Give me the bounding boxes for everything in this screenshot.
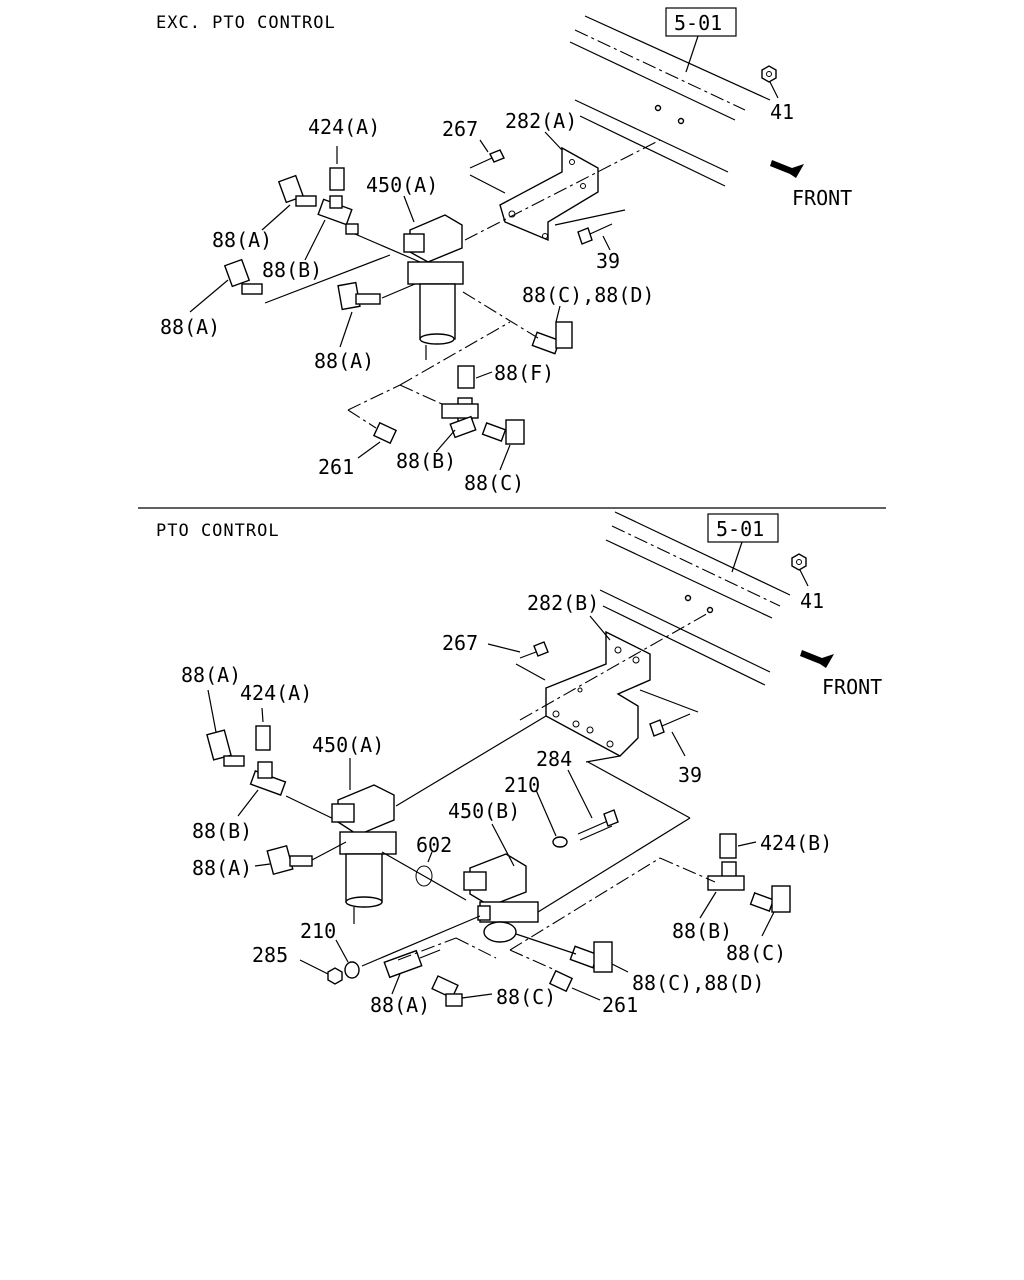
front-arrow-icon	[800, 650, 834, 668]
label-282a: 282(A)	[505, 109, 577, 133]
bolt-39-icon	[577, 223, 613, 245]
valve-450a	[403, 214, 464, 360]
washer-210-icon	[344, 961, 360, 979]
elbow-fitting-88a-icon	[337, 281, 381, 311]
top-frame-rail	[569, 15, 771, 187]
fitting-88f-icon	[457, 365, 475, 389]
label-210-2: 210	[300, 919, 336, 943]
elbow-fitting-88c-icon	[749, 885, 791, 913]
bolt-39-icon	[649, 713, 691, 737]
elbow-fitting-88a-icon	[206, 729, 245, 767]
label-88b-2: 88(B)	[672, 919, 732, 943]
label-88a-2: 88(A)	[160, 315, 220, 339]
label-88a-3: 88(A)	[370, 993, 430, 1017]
tee-fitting-88b-icon	[317, 195, 359, 235]
plug-261-icon	[548, 969, 574, 993]
label-424a: 424(A)	[240, 681, 312, 705]
label-267: 267	[442, 631, 478, 655]
label-front: FRONT	[792, 186, 852, 210]
top-ref-label: 5-01	[674, 11, 722, 35]
label-41: 41	[800, 589, 824, 613]
tee-fitting-88b-icon	[707, 861, 745, 891]
label-285: 285	[252, 943, 288, 967]
label-284: 284	[536, 747, 572, 771]
label-39: 39	[678, 763, 702, 787]
tee-fitting-88b-icon	[441, 397, 479, 439]
tee-fitting-88b-icon	[249, 761, 287, 796]
fitting-424a-icon	[255, 725, 271, 751]
label-front: FRONT	[822, 675, 882, 699]
label-88a-1: 88(A)	[212, 228, 272, 252]
label-88b-1: 88(B)	[262, 258, 322, 282]
bracket-282a	[499, 146, 599, 242]
washer-210-icon	[552, 836, 568, 848]
label-267: 267	[442, 117, 478, 141]
bottom-section: PTO CONTROL 5-01 41 FRONT	[156, 511, 882, 1017]
elbow-fitting-88a-icon	[266, 844, 313, 876]
label-450a: 450(A)	[366, 173, 438, 197]
bottom-ref-label: 5-01	[716, 517, 764, 541]
label-88a-2: 88(A)	[192, 856, 252, 880]
label-602: 602	[416, 833, 452, 857]
fitting-424b-icon	[719, 833, 737, 859]
label-88c: 88(C)	[464, 471, 524, 495]
bolt-284-icon	[577, 809, 619, 841]
nut-285-icon	[327, 967, 343, 985]
label-282b: 282(B)	[527, 591, 599, 615]
plug-261-icon	[372, 421, 398, 445]
label-41: 41	[770, 100, 794, 124]
elbow-fitting-88c-icon	[481, 419, 525, 445]
label-450b: 450(B)	[448, 799, 520, 823]
label-424b: 424(B)	[760, 831, 832, 855]
label-88b-1: 88(B)	[192, 819, 252, 843]
valve-450a	[331, 784, 397, 924]
o-ring-602-icon	[415, 865, 433, 887]
label-88c-1: 88(C)	[726, 941, 786, 965]
label-39: 39	[596, 249, 620, 273]
label-261: 261	[602, 993, 638, 1017]
top-section-title: EXC. PTO CONTROL	[156, 13, 336, 33]
label-261: 261	[318, 455, 354, 479]
bolt-267-icon	[519, 641, 549, 659]
bracket-282b	[545, 630, 651, 757]
label-424a: 424(A)	[308, 115, 380, 139]
label-88c-2: 88(C)	[496, 985, 556, 1009]
nut-icon	[761, 65, 777, 83]
valve-450b	[463, 853, 539, 943]
elbow-fitting-88c-icon	[431, 975, 463, 1007]
label-88b-2: 88(B)	[396, 449, 456, 473]
top-ref-box	[665, 7, 737, 37]
bolt-267-icon	[469, 149, 505, 169]
label-88a-1: 88(A)	[181, 663, 241, 687]
nut-icon	[791, 553, 807, 571]
top-section: EXC. PTO CONTROL 5-01 41 FRONT	[156, 7, 852, 495]
bottom-ref-box	[707, 513, 779, 543]
label-88f: 88(F)	[494, 361, 554, 385]
bottom-section-title: PTO CONTROL	[156, 521, 280, 541]
bottom-frame-rail	[599, 511, 791, 686]
label-210-1: 210	[504, 773, 540, 797]
label-88a-3: 88(A)	[314, 349, 374, 373]
label-88cd: 88(C),88(D)	[632, 971, 764, 995]
straight-fitting-88a-icon	[383, 949, 441, 979]
elbow-fitting-88a-icon	[223, 258, 263, 295]
elbow-fitting-88cd-icon	[569, 941, 613, 973]
label-88cd: 88(C),88(D)	[522, 283, 654, 307]
elbow-fitting-88a-icon	[277, 174, 317, 207]
front-arrow-icon	[770, 160, 804, 178]
elbow-fitting-88cd-icon	[531, 321, 573, 355]
label-450a: 450(A)	[312, 733, 384, 757]
fitting-424a-icon	[329, 167, 345, 191]
